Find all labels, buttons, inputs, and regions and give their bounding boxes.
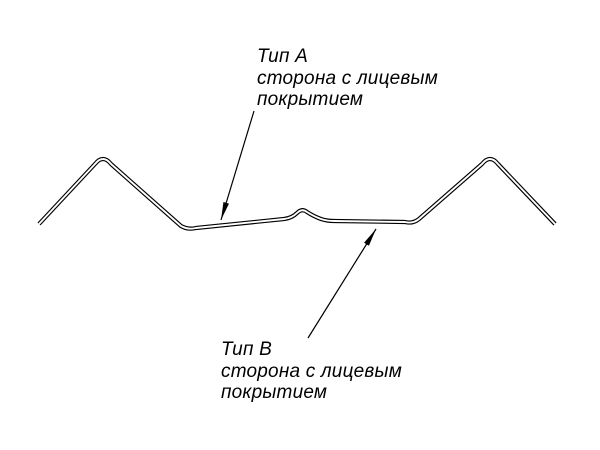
- callout-type-a: Тип А сторона с лицевым покрытием: [257, 46, 438, 110]
- callout-type-b-title: Тип В: [221, 339, 272, 360]
- leader-line-top-a: [220, 110, 255, 221]
- callout-type-b-line1: сторона с лицевым: [221, 361, 402, 382]
- callout-type-b-line2: покрытием: [221, 382, 328, 403]
- callout-type-b: Тип В сторона с лицевым покрытием: [221, 339, 402, 403]
- callout-type-a-line2: покрытием: [257, 89, 364, 110]
- callout-type-a-line1: сторона с лицевым: [257, 68, 438, 89]
- ink-group: [37, 110, 557, 339]
- callout-type-a-title: Тип А: [257, 46, 308, 67]
- leader-line-bottom-b: [307, 228, 377, 339]
- profile-outline-core: [38, 158, 556, 230]
